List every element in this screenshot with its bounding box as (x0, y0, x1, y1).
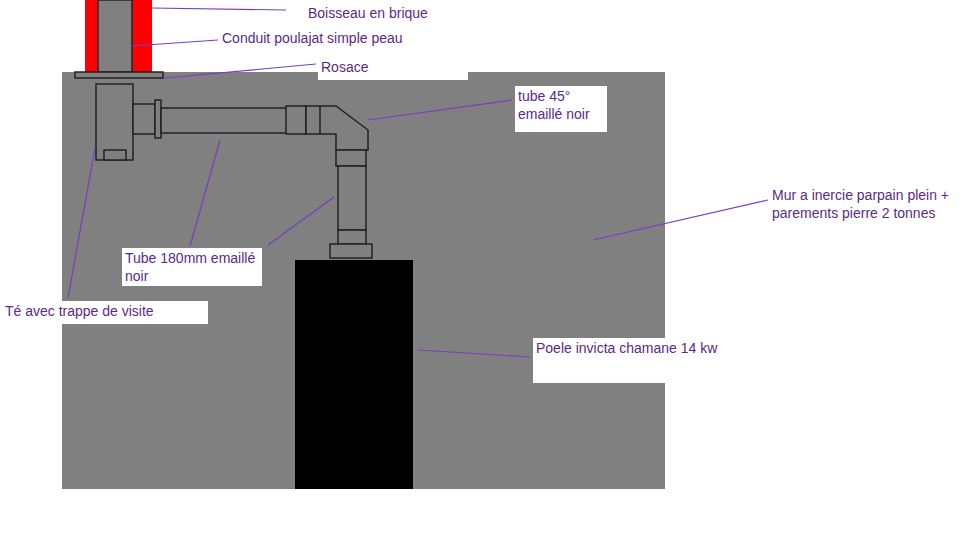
brick-flue (85, 0, 152, 72)
flue-pipes (96, 84, 372, 258)
wall (62, 72, 665, 489)
stove (295, 260, 413, 489)
part-label: Té avec trappe de visite (2, 301, 208, 324)
part-label: tube 45° emaillé noir (515, 86, 607, 132)
part-label: Boisseau en brique (308, 4, 508, 22)
part-label: Conduit poulajat simple peau (222, 29, 462, 47)
wall-label: Mur a inercie parpain plein + parements … (772, 186, 952, 222)
stove-label: Poele invicta chamane 14 kw (533, 338, 751, 383)
part-label: Tube 180mm emaillé noir (122, 248, 262, 286)
rosace-plate (75, 72, 163, 78)
liner-pipe (98, 0, 132, 72)
part-label: Rosace (318, 57, 468, 80)
